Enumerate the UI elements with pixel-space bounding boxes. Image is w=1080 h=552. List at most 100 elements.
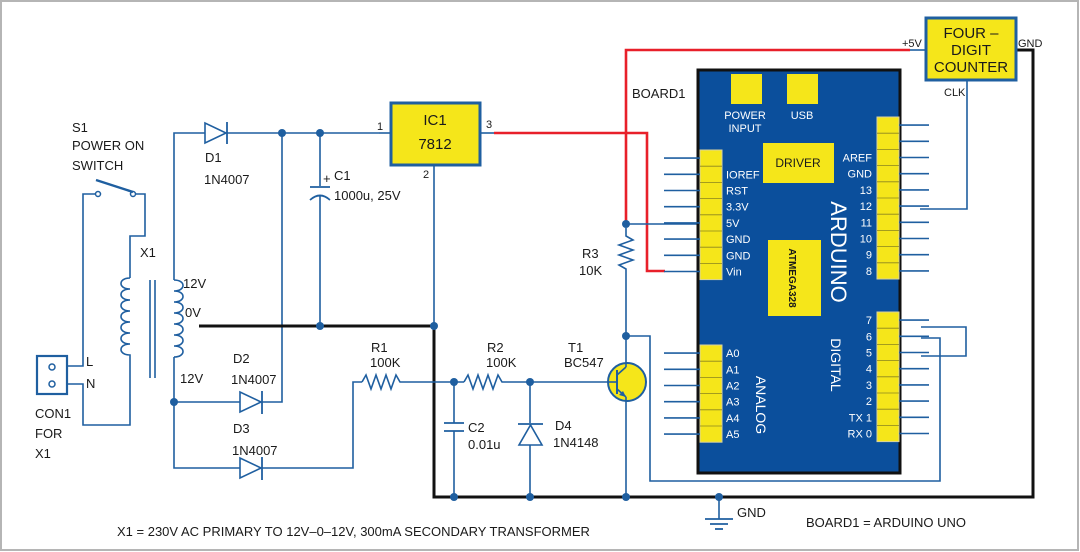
analog-pin-label: A0 <box>726 348 739 360</box>
digital-low-pin-label: 5 <box>866 348 872 360</box>
analog-title: ANALOG <box>753 376 769 434</box>
c2-value-label: 0.01u <box>468 437 501 452</box>
s1-ref-label: S1 <box>72 120 88 135</box>
ic1-ref-label: IC1 <box>423 112 446 129</box>
x1-ref-label: X1 <box>140 245 156 260</box>
x1-tap-bottom-label: 12V <box>180 371 203 386</box>
wire-collector-to-pin5 <box>626 335 941 482</box>
power-pin-label: Vin <box>726 267 742 279</box>
d2-value-label: 1N4007 <box>231 372 277 387</box>
c1-polarity: + <box>323 171 331 186</box>
t1-transistor <box>607 362 647 402</box>
digital-high-pin-label: AREF <box>843 153 873 165</box>
con1-line3-label: X1 <box>35 446 51 461</box>
r3-ref-label: R3 <box>582 246 599 261</box>
wire-5v-to-counter <box>624 48 910 224</box>
t1-value-label: BC547 <box>564 355 604 370</box>
transformer-note: X1 = 230V AC PRIMARY TO 12V–0–12V, 300mA… <box>117 524 590 539</box>
digital-low-pin-label: 4 <box>866 364 872 376</box>
c1-ref-label: C1 <box>334 168 351 183</box>
junction <box>430 322 438 330</box>
power-pin-label: GND <box>726 250 751 262</box>
board-note: BOARD1 = ARDUINO UNO <box>806 515 966 530</box>
digital-high-pin-label: GND <box>848 169 873 181</box>
digital-high-pin-label: 12 <box>860 201 872 213</box>
r1-ref-label: R1 <box>371 340 388 355</box>
x1-tap-center-label: 0V <box>185 305 201 320</box>
ic1-regulator <box>389 101 482 167</box>
digital-low-pin-label: TX 1 <box>849 412 872 424</box>
driver-label: DRIVER <box>775 156 821 170</box>
counter-clk-label: CLK <box>944 87 966 99</box>
analog-pin-label: A3 <box>726 397 739 409</box>
wire-d3-to-r1 <box>262 381 362 469</box>
wire-sec-top <box>173 132 205 280</box>
ic1-pin3-label: 3 <box>486 119 492 131</box>
junction <box>316 322 324 330</box>
digital-low-pin-label: 3 <box>866 380 872 392</box>
junction <box>170 398 178 406</box>
digital-low-pin-label: 2 <box>866 396 872 408</box>
digital-low-pin-label: 6 <box>866 331 872 343</box>
ic1-value-label: 7812 <box>418 136 451 153</box>
ground-bus <box>199 48 1035 499</box>
c1-capacitor <box>309 133 331 326</box>
con1-pin-l-label: L <box>86 354 93 369</box>
r1-value-label: 100K <box>370 355 401 370</box>
atmega-chip <box>768 240 821 316</box>
t1-ref-label: T1 <box>568 340 583 355</box>
power-pin-label: 5V <box>726 218 740 230</box>
junction <box>622 493 630 501</box>
con1-ref-label: CON1 <box>35 406 71 421</box>
digital-high-pin-label: 10 <box>860 234 872 246</box>
digital-title: DIGITAL <box>828 338 844 392</box>
ground-symbol <box>705 493 733 530</box>
r2-resistor <box>463 372 530 392</box>
analog-pin-label: A5 <box>726 429 739 441</box>
four-digit-counter <box>924 16 1018 82</box>
d2-ref-label: D2 <box>233 351 250 366</box>
r3-resistor <box>616 228 636 336</box>
digital-high-pin-label: 13 <box>860 185 872 197</box>
con1-line2-label: FOR <box>35 426 62 441</box>
d4-diode <box>517 382 544 497</box>
d1-value-label: 1N4007 <box>204 172 250 187</box>
analog-pin-label: A4 <box>726 413 739 425</box>
digital-high-pin-label: 11 <box>861 217 872 229</box>
ic1-pin1-label: 1 <box>377 121 383 133</box>
x1-tap-top-label: 12V <box>183 276 206 291</box>
d1-ref-label: D1 <box>205 150 222 165</box>
d3-value-label: 1N4007 <box>232 443 278 458</box>
s1-switch <box>94 178 137 198</box>
s1-desc-line2: SWITCH <box>72 158 123 173</box>
wire-switch-to-primary <box>129 193 146 278</box>
power-pin-label: 3.3V <box>726 202 749 214</box>
power-pin-label: GND <box>726 234 751 246</box>
analog-pin-label: A2 <box>726 381 739 393</box>
power-input-jack <box>731 74 762 104</box>
board-ref-label: BOARD1 <box>632 86 685 101</box>
junction <box>526 493 534 501</box>
digital-high-pin-label: 9 <box>866 250 872 262</box>
wire-pin6-loop <box>921 326 967 357</box>
c2-ref-label: C2 <box>468 420 485 435</box>
x1-transformer <box>120 277 184 380</box>
power-input-label-l2: INPUT <box>729 123 762 135</box>
d3-ref-label: D3 <box>233 421 250 436</box>
counter-vcc-label: +5V <box>902 38 923 50</box>
ic1-pin2-label: 2 <box>423 169 429 181</box>
wire-live <box>67 193 98 367</box>
counter-line1: FOUR – <box>943 25 999 42</box>
driver-chip <box>763 143 834 183</box>
atmega-label: ATMEGA328 <box>786 248 797 308</box>
c2-capacitor <box>444 382 464 497</box>
counter-line3: COUNTER <box>934 59 1008 76</box>
r1-resistor <box>361 372 434 392</box>
power-pin-label: IOREF <box>726 169 760 181</box>
junction <box>450 493 458 501</box>
digital-low-pin-label: 7 <box>866 315 872 327</box>
